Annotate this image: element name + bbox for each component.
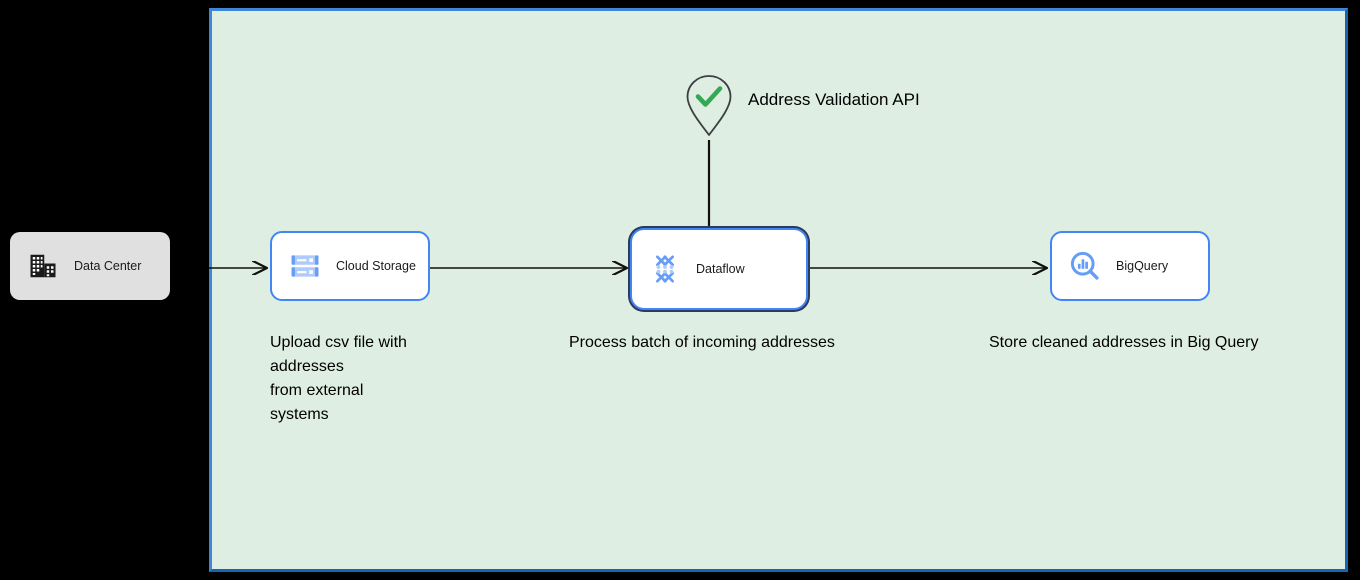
cloud-storage-label: Cloud Storage (336, 259, 416, 273)
node-bigquery[interactable]: BigQuery (1050, 231, 1210, 301)
caption-line: addresses (270, 358, 344, 375)
node-dataflow[interactable]: Dataflow (630, 228, 808, 310)
data-center-icon (30, 254, 56, 278)
bigquery-label: BigQuery (1116, 259, 1169, 273)
dataflow-icon (656, 255, 674, 283)
node-cloud-storage[interactable]: Cloud Storage (270, 231, 430, 301)
caption-dataflow: Process batch of incoming addresses (569, 334, 835, 351)
caption-line: systems (270, 406, 329, 423)
cloud-storage-icon (291, 255, 319, 277)
bigquery-icon (1070, 251, 1099, 280)
caption-line: from external (270, 382, 364, 399)
map-marker-check-icon[interactable] (684, 74, 734, 138)
node-data-center[interactable]: Data Center (10, 232, 170, 300)
caption-cloud-storage: Upload csv file with addresses from exte… (270, 331, 480, 427)
address-validation-api-label: Address Validation API (748, 90, 920, 109)
dataflow-label: Dataflow (696, 262, 745, 276)
caption-bigquery: Store cleaned addresses in Big Query (989, 334, 1259, 351)
caption-line: Upload csv file with (270, 334, 407, 351)
data-center-label: Data Center (74, 259, 142, 273)
